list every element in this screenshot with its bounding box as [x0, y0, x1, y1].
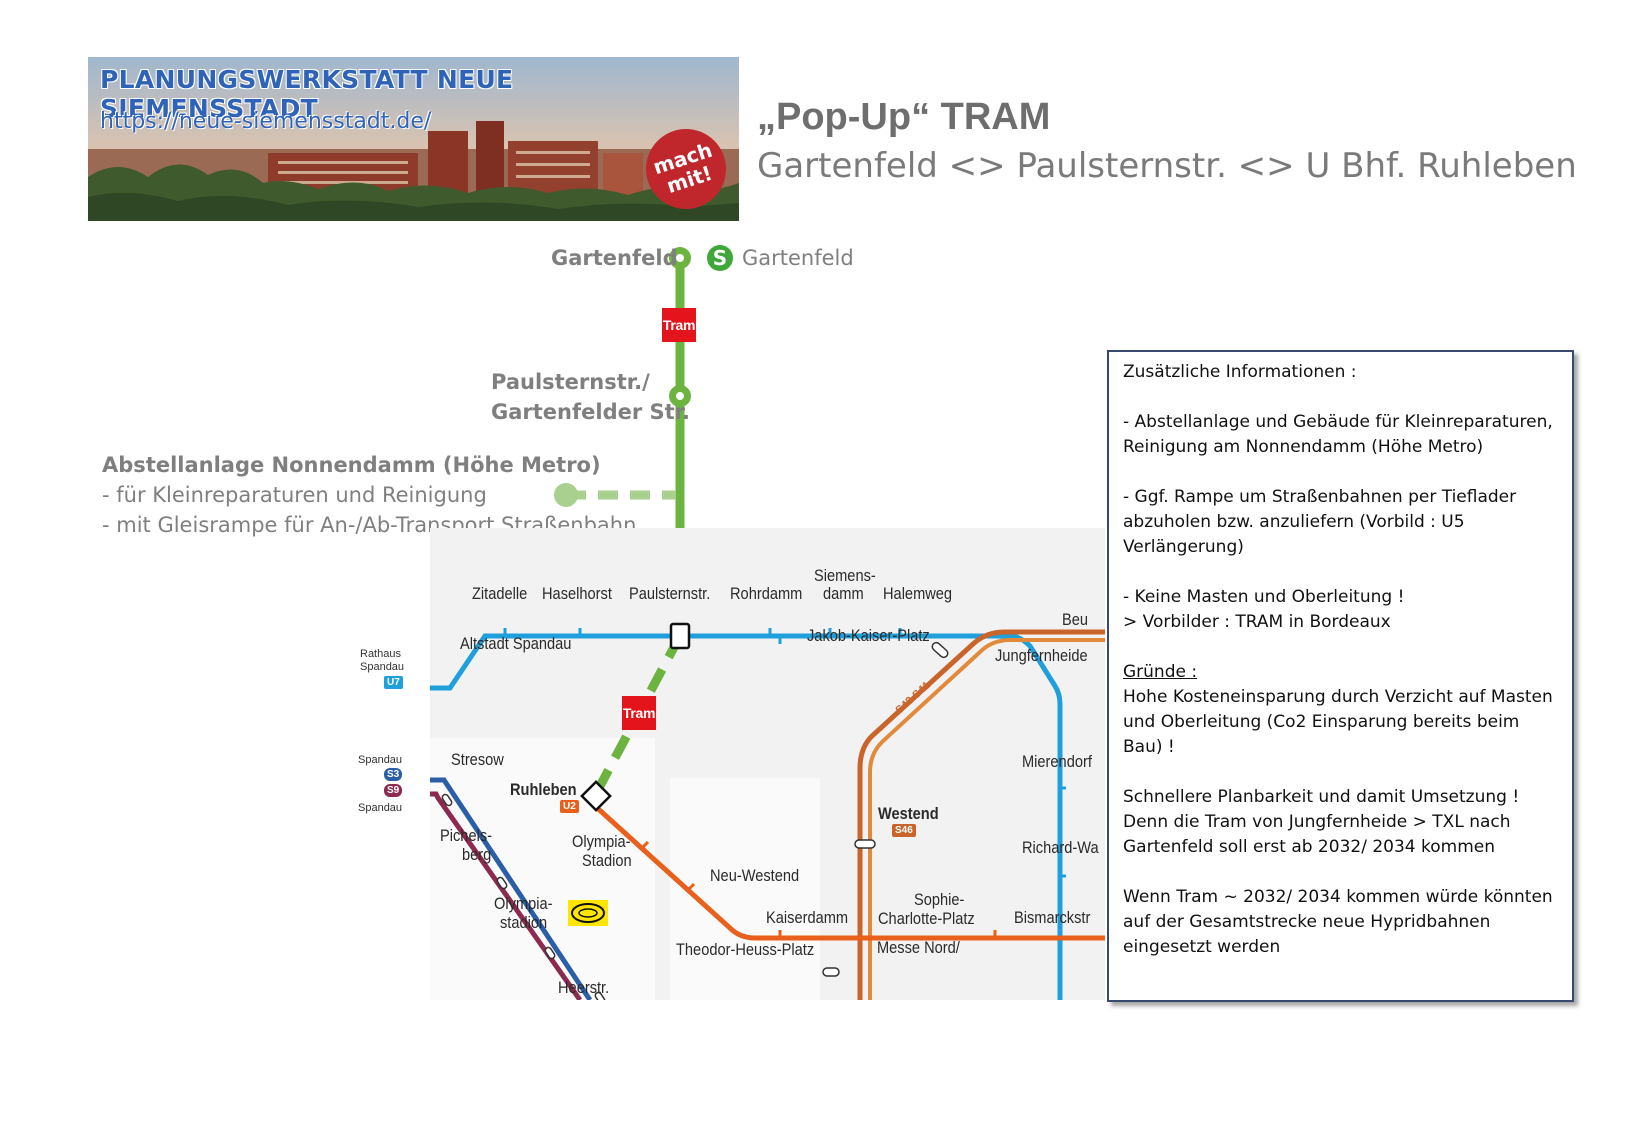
info-reasons-title: Gründe : — [1123, 662, 1198, 682]
station-beu: Beu — [1062, 610, 1089, 629]
station-rohrdamm: Rohrdamm — [730, 584, 803, 603]
interchange-paulstern — [669, 622, 691, 650]
stop-label-gartenfeld: Gartenfeld — [551, 246, 678, 270]
station-bismarckstr: Bismarckstr — [1014, 908, 1091, 927]
station-stresow: Stresow — [451, 750, 504, 769]
depot-node — [554, 483, 578, 507]
station-pichelsberg-1: Pichels- — [440, 826, 493, 845]
side-label-rathaus-1: Rathaus — [360, 648, 401, 660]
info-p3a: - Keine Masten und Oberleitung ! — [1123, 587, 1405, 607]
station-westend: Westend — [878, 804, 939, 823]
info-p3b: > Vorbilder : TRAM in Bordeaux — [1123, 612, 1391, 632]
tram-badge-top: Tram — [662, 308, 696, 342]
station-sophie-2: Charlotte-Platz — [878, 909, 975, 928]
depot-title: Abstellanlage Nonnendamm (Höhe Metro) — [102, 453, 601, 477]
station-olympiastadion-1: Olympia- — [494, 894, 553, 913]
station-olympiastadion-2: stadion — [500, 913, 548, 932]
station-richard-wa: Richard-Wa — [1022, 838, 1099, 857]
badge-s3: S3 — [384, 768, 403, 781]
banner-illustration — [88, 57, 739, 221]
u7-line — [430, 633, 1063, 1000]
station-paulsternstr: Paulsternstr. — [629, 584, 711, 603]
info-heading: Zusätzliche Informationen : — [1123, 362, 1357, 382]
badge-s9: S9 — [384, 784, 403, 797]
station-ruhleben: Ruhleben — [510, 780, 577, 799]
u2-line — [593, 804, 1105, 941]
station-olympia-stadion-2: Stadion — [582, 851, 632, 870]
info-p4: Hohe Kosteneinsparung durch Verzicht auf… — [1123, 687, 1553, 757]
station-zitadelle: Zitadelle — [472, 584, 528, 603]
page-title: „Pop-Up“ TRAM — [757, 96, 1051, 138]
page-subtitle: Gartenfeld <> Paulsternstr. <> U Bhf. Ru… — [757, 146, 1577, 186]
station-theodor-heuss-platz: Theodor-Heuss-Platz — [676, 940, 815, 959]
stop-label-paulstern-2: Gartenfelder Str. — [491, 400, 691, 424]
banner-image: PLANUNGSWERKSTATT NEUE SIEMENSSTADT http… — [88, 57, 739, 221]
info-p5b: Denn die Tram von Jungfernheide > TXL na… — [1123, 812, 1511, 857]
transit-map-lines — [430, 528, 1105, 1000]
info-p1: - Abstellanlage und Gebäude für Kleinrep… — [1123, 412, 1553, 457]
station-neu-westend: Neu-Westend — [710, 866, 800, 885]
info-p2: - Ggf. Rampe um Straßenbahnen per Tiefla… — [1123, 487, 1517, 557]
s9-line — [430, 791, 583, 1000]
transit-map: Zitadelle Haselhorst Paulsternstr. Rohrd… — [430, 528, 1105, 1000]
station-jungfernheide: Jungfernheide — [995, 646, 1088, 665]
station-heerstr: Heerstr. — [558, 978, 610, 997]
station-pichelsberg-2: berg — [462, 845, 492, 864]
station-halemweg: Halemweg — [883, 584, 953, 603]
badge-u2: U2 — [560, 800, 579, 813]
badge-s46: S46 — [892, 824, 916, 837]
station-messe-nord: Messe Nord/ — [877, 938, 960, 957]
station-altstadt-spandau: Altstadt Spandau — [460, 634, 572, 653]
depot-line1: - für Kleinreparaturen und Reinigung — [102, 483, 487, 507]
tram-badge-map: Tram — [622, 696, 656, 730]
ring-line-outer — [857, 629, 1105, 1000]
stop-label-paulstern-1: Paulsternstr./ — [491, 370, 650, 394]
side-label-spandau-bottom: Spandau — [358, 802, 403, 814]
station-mierendorf: Mierendorf — [1022, 752, 1092, 771]
banner-title: PLANUNGSWERKSTATT NEUE SIEMENSSTADT — [100, 65, 514, 123]
s-bahn-label: Gartenfeld — [742, 246, 854, 270]
info-p5a: Schnellere Planbarkeit und damit Umsetzu… — [1123, 787, 1520, 807]
station-siemensdamm-2: damm — [823, 584, 864, 603]
station-sophie-1: Sophie- — [914, 890, 965, 909]
station-olympia-stadion-1: Olympia- — [572, 832, 631, 851]
station-kaiserdamm: Kaiserdamm — [766, 908, 849, 927]
info-box: Zusätzliche Informationen : - Abstellanl… — [1107, 350, 1574, 1002]
interchange-ruhleben — [580, 780, 612, 812]
station-siemensdamm-1: Siemens- — [814, 566, 876, 585]
side-label-rathaus-2: Spandau — [360, 661, 405, 673]
station-haselhorst: Haselhorst — [542, 584, 612, 603]
s-bahn-symbol: S — [713, 246, 727, 270]
banner-url[interactable]: https://neue-siemensstadt.de/ — [100, 109, 432, 134]
info-p6: Wenn Tram ~ 2032/ 2034 kommen würde könn… — [1123, 887, 1553, 957]
s3-line — [430, 777, 593, 1000]
s-bahn-icon: S — [707, 245, 733, 271]
badge-u7: U7 — [384, 676, 403, 689]
station-jakob-kaiser-platz: Jakob-Kaiser-Platz — [807, 626, 930, 645]
ring-line-inner — [868, 638, 1105, 1000]
side-label-spandau-top: Spandau — [358, 754, 403, 766]
